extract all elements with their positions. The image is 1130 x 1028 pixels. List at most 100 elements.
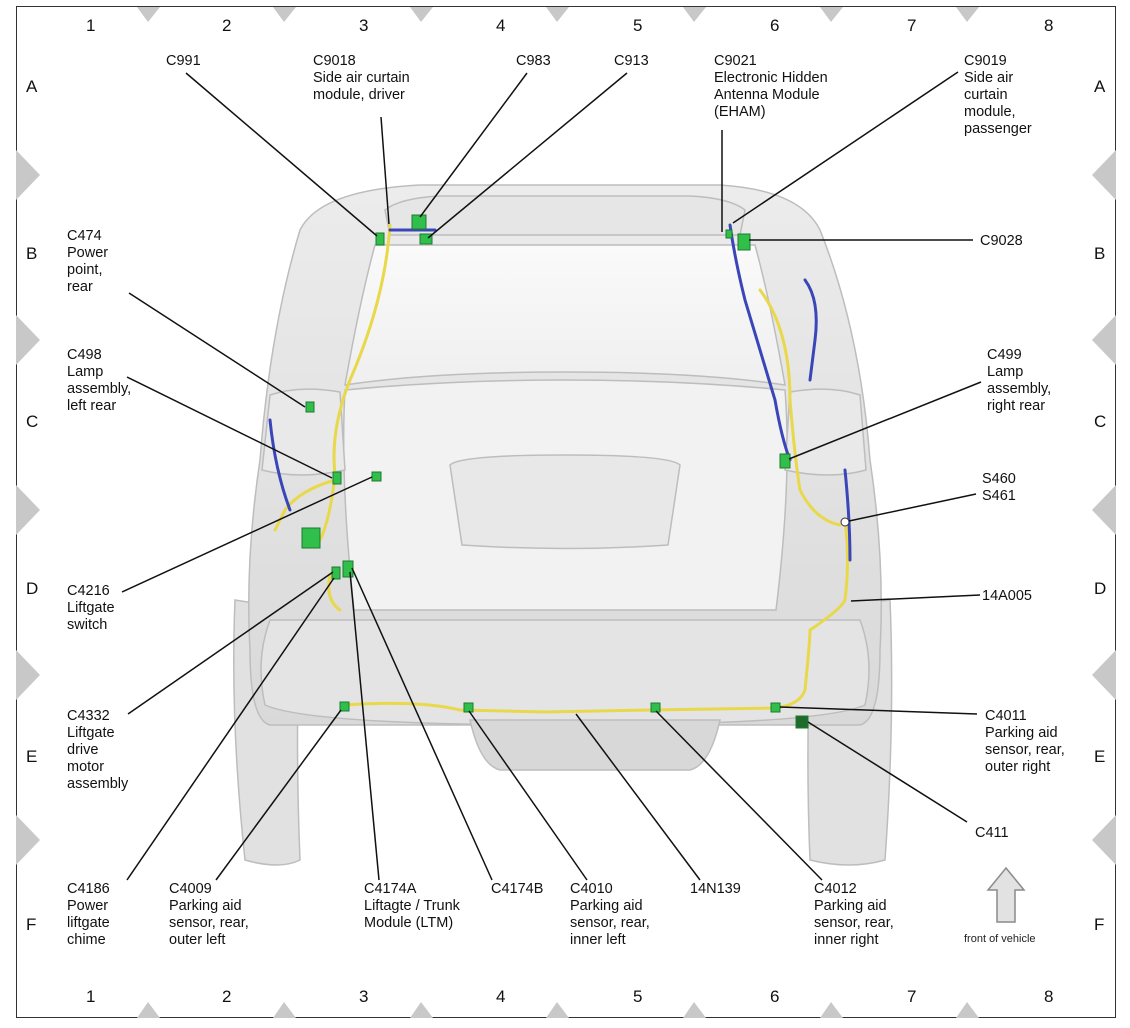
label-c4012-line: Parking aid [814, 898, 887, 914]
grid-col-5: 5 [633, 987, 642, 1006]
label-c498: C498 Lamp assembly, left rear [67, 347, 135, 414]
grid-row-e: E [26, 747, 37, 766]
label-c9019-line: C9019 [964, 53, 1007, 69]
label-c499-line: Lamp [987, 364, 1023, 380]
label-c411: C411 [975, 825, 1009, 841]
label-c9018: C9018 Side air curtain module, driver [313, 53, 414, 103]
label-s460-s461: S460 S461 [982, 471, 1020, 504]
label-c9019-line: passenger [964, 121, 1032, 137]
label-c4010-line: Parking aid [570, 898, 643, 914]
label-c9021-line: C9021 [714, 53, 757, 69]
label-c4216: C4216 Liftgate switch [67, 583, 119, 633]
grid-row-f: F [1094, 915, 1104, 934]
label-c4174a-line: Module (LTM) [364, 915, 453, 931]
callout-labels: C991 C9018 Side air curtain module, driv… [67, 53, 1065, 948]
connector-c9021 [725, 229, 733, 239]
label-c4332: C4332 Liftgate drive motor assembly [67, 708, 129, 792]
label-c9028: C9028 [980, 233, 1023, 249]
grid-column-labels-bottom: 1 2 3 4 5 6 7 8 [86, 987, 1053, 1006]
up-arrow-icon [986, 866, 1026, 923]
label-c4186-line: chime [67, 932, 106, 948]
label-c4186: C4186 Power liftgate chime [67, 881, 114, 948]
grid-col-4: 4 [496, 16, 505, 35]
grid-col-7: 7 [907, 16, 916, 35]
label-c4174a: C4174A Liftagte / Trunk Module (LTM) [364, 881, 464, 931]
label-c913: C913 [614, 53, 649, 69]
grid-col-8: 8 [1044, 987, 1053, 1006]
label-c4012-line: inner right [814, 932, 878, 948]
vehicle-rear-illustration [233, 184, 893, 866]
label-c498-line: left rear [67, 398, 116, 414]
grid-col-8: 8 [1044, 16, 1053, 35]
grid-col-4: 4 [496, 987, 505, 1006]
grid-col-5: 5 [633, 16, 642, 35]
connector-c4011 [770, 702, 781, 713]
grid-col-1: 1 [86, 987, 95, 1006]
label-c9021: C9021 Electronic Hidden Antenna Module (… [714, 53, 832, 120]
label-c4174a-line: C4174A [364, 881, 417, 897]
label-c4009-line: outer left [169, 932, 225, 948]
label-c9018-line: module, driver [313, 87, 405, 103]
label-c474: C474 Power point, rear [67, 228, 112, 295]
grid-row-f: F [26, 915, 36, 934]
label-c4011-line: outer right [985, 759, 1050, 775]
connector-c4010 [463, 702, 474, 713]
connector-lamp-left [301, 527, 321, 549]
connector-c991 [375, 232, 385, 246]
label-c498-line: C498 [67, 347, 102, 363]
leader-lines [121, 71, 982, 881]
grid-col-3: 3 [359, 16, 368, 35]
connector-c411 [795, 715, 809, 729]
label-c474-line: point, [67, 262, 102, 278]
grid-col-2: 2 [222, 987, 231, 1006]
label-c4012-line: C4012 [814, 881, 857, 897]
grid-row-c: C [1094, 412, 1106, 431]
connectors [301, 214, 850, 729]
grid-row-labels-right: A B C D E F [1094, 77, 1106, 934]
label-c9021-line: Electronic Hidden [714, 70, 828, 86]
label-c4216-line: C4216 [67, 583, 110, 599]
grid-row-b: B [26, 244, 37, 263]
label-c4011-line: C4011 [985, 708, 1027, 724]
connector-c9028 [737, 233, 751, 251]
label-s461-line: S461 [982, 488, 1016, 504]
grid-col-3: 3 [359, 987, 368, 1006]
label-c474-line: C474 [67, 228, 102, 244]
label-c4174b: C4174B [491, 881, 543, 897]
grid-column-labels-top: 1 2 3 4 5 6 7 8 [86, 16, 1053, 35]
label-c4011-line: Parking aid [985, 725, 1058, 741]
grid-row-b: B [1094, 244, 1105, 263]
grid-row-labels-left: A B C D E F [26, 77, 38, 934]
label-14n139: 14N139 [690, 881, 741, 897]
orientation-indicator: front of vehicle [964, 866, 1036, 945]
label-c499-line: right rear [987, 398, 1045, 414]
label-c4010-line: sensor, rear, [570, 915, 650, 931]
grid-row-a: A [26, 77, 38, 96]
connector-c498 [332, 471, 342, 485]
label-c4012-line: sensor, rear, [814, 915, 894, 931]
grid-col-6: 6 [770, 16, 779, 35]
label-c4009: C4009 Parking aid sensor, rear, outer le… [169, 881, 253, 948]
grid-row-a: A [1094, 77, 1106, 96]
label-c9018-line: C9018 [313, 53, 356, 69]
label-c499-line: C499 [987, 347, 1022, 363]
connector-c474 [305, 401, 315, 413]
label-c474-line: rear [67, 279, 93, 295]
wiring-harness [268, 223, 852, 714]
label-14a005: 14A005 [982, 588, 1032, 604]
label-c4010-line: inner left [570, 932, 626, 948]
label-c9021-line: (EHAM) [714, 104, 766, 120]
label-c9019: C9019 Side air curtain module, passenger [964, 53, 1032, 137]
label-c4010-line: C4010 [570, 881, 613, 897]
grid-row-e: E [1094, 747, 1105, 766]
label-c4186-line: liftgate [67, 915, 110, 931]
label-c9021-line: Antenna Module [714, 87, 820, 103]
label-c4332-line: drive [67, 742, 98, 758]
label-c498-line: assembly, [67, 381, 131, 397]
connector-c4012 [650, 702, 661, 713]
label-c4216-line: switch [67, 617, 107, 633]
connector-c4332 [331, 566, 341, 580]
label-c4012: C4012 Parking aid sensor, rear, inner ri… [814, 881, 898, 948]
label-c4009-line: Parking aid [169, 898, 242, 914]
